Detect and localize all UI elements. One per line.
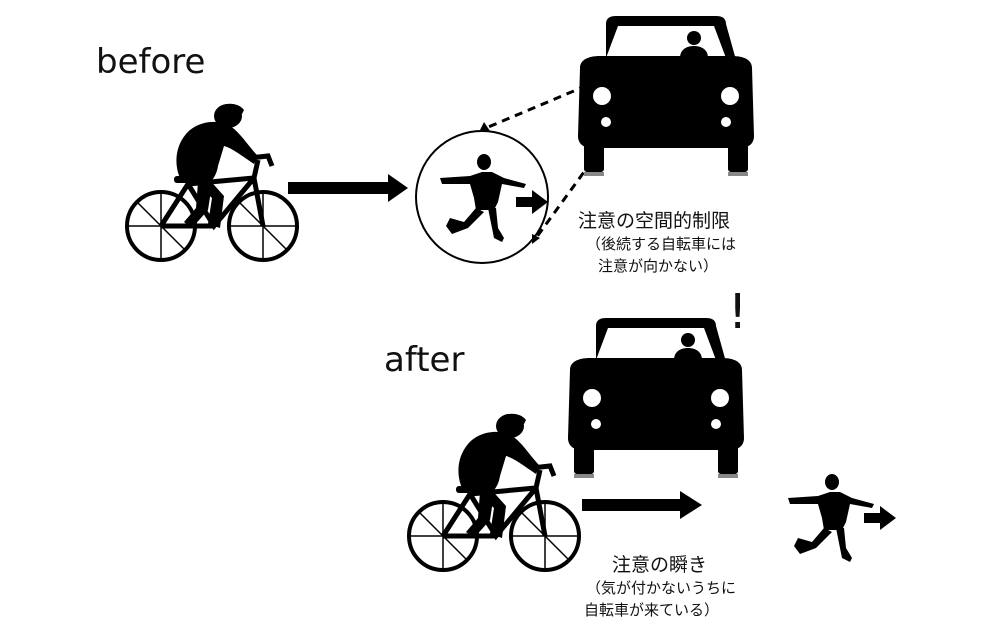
child-direction-arrow-after-icon [864,506,896,530]
before-label: before [96,42,206,82]
attentional-blink-note-line2: 自転車が来ている） [584,601,720,619]
exclamation-mark: ! [728,284,748,340]
attentional-blink-note-line1: （気が付かないうちに [586,579,737,597]
cyclist-after-icon [409,414,579,570]
spatial-limit-title: 注意の空間的制限 [578,210,731,232]
motion-arrow-after-icon [582,491,702,519]
car-after-icon [568,318,744,478]
car-before-icon [578,16,754,176]
spatial-limit-note-line2: 注意が向かない） [598,257,719,275]
cyclist-before-icon [127,104,297,260]
motion-arrow-before-icon [288,174,408,202]
attentional-blink-title: 注意の瞬き [612,554,708,576]
spatial-limit-note-line1: （後続する自転車には [586,235,737,253]
after-label: after [384,340,465,380]
running-child-after-icon [788,474,874,562]
